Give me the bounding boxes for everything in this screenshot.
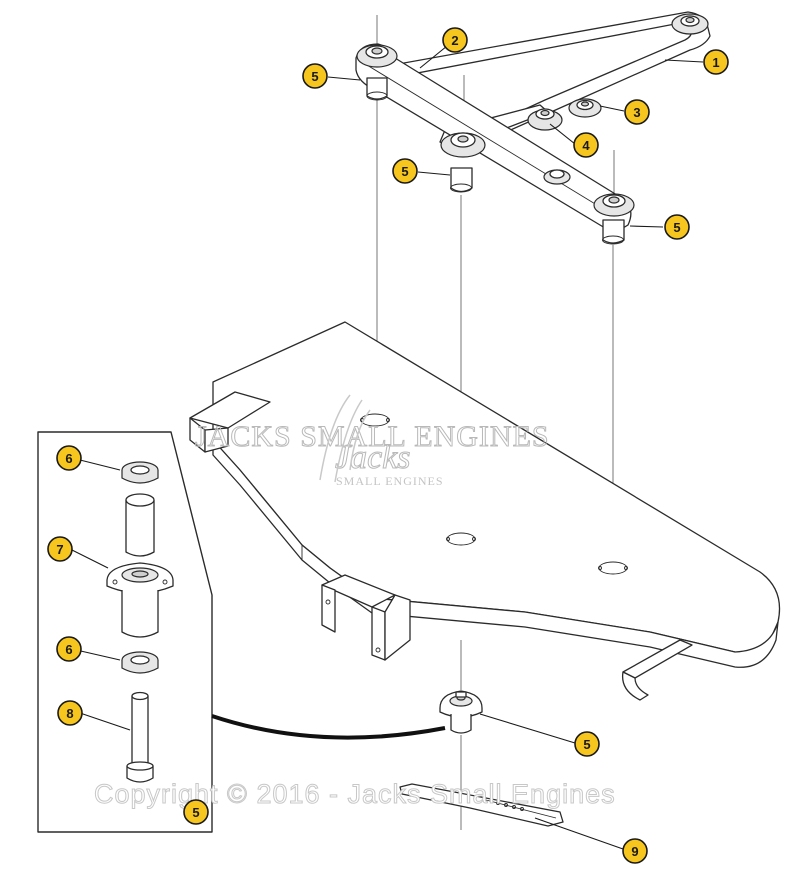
callout-label: 1 — [712, 55, 719, 70]
watermark-brand-line: JACKS SMALL ENGINES — [195, 420, 550, 453]
callout-c7: 7 — [47, 536, 73, 562]
callout-label: 3 — [633, 105, 640, 120]
callout-circle — [56, 636, 82, 662]
callout-circle — [703, 49, 729, 75]
callout-label: 4 — [582, 138, 590, 153]
spindle-housings — [366, 77, 625, 245]
callout-label: 6 — [65, 642, 72, 657]
callout-label: 5 — [673, 220, 680, 235]
callout-label: 2 — [451, 33, 458, 48]
callout-c6b: 6 — [56, 636, 82, 662]
bottom-spindle-assembly — [439, 690, 483, 734]
inset-spindle-housing — [106, 562, 174, 638]
mower-blade — [399, 783, 564, 827]
callout-c1: 1 — [703, 49, 729, 75]
inset-spacer-tube — [125, 493, 155, 557]
watermark-logo-text: Jacks — [335, 439, 411, 476]
callout-c2: 2 — [442, 27, 468, 53]
copyright-notice: Copyright © 2016 - Jacks Small Engines — [94, 779, 616, 809]
callout-circle — [574, 731, 600, 757]
callout-circle — [442, 27, 468, 53]
leader-lines — [71, 45, 704, 850]
callout-circle — [56, 445, 82, 471]
callout-label: 5 — [311, 69, 318, 84]
callout-c5b: 5 — [392, 158, 418, 184]
callout-label: 5 — [192, 805, 199, 820]
callout-c8: 8 — [57, 700, 83, 726]
callout-circle — [302, 63, 328, 89]
watermark: JACKS SMALL ENGINES Jacks SMALL ENGINES … — [94, 394, 616, 810]
callout-circle — [622, 838, 648, 864]
callout-c4: 4 — [573, 132, 599, 158]
callout-circle — [624, 99, 650, 125]
callout-circle — [57, 700, 83, 726]
callout-c5c: 5 — [664, 214, 690, 240]
inset-spindle-shaft — [126, 691, 154, 783]
spindle-inset-frame — [37, 431, 213, 833]
pulley-set — [356, 13, 709, 217]
callout-circle — [183, 799, 209, 825]
inset-link-curve — [211, 714, 446, 740]
callout-label: 8 — [66, 706, 73, 721]
callout-label: 5 — [401, 164, 408, 179]
mower-deck-housing — [189, 321, 781, 701]
callout-c9: 9 — [622, 838, 648, 864]
callout-circle — [664, 214, 690, 240]
callout-circle — [392, 158, 418, 184]
callout-circle — [573, 132, 599, 158]
callout-c6a: 6 — [56, 445, 82, 471]
watermark-sub-text: SMALL ENGINES — [336, 474, 444, 488]
inset-bearing-bottom — [121, 651, 159, 674]
callout-label: 6 — [65, 451, 72, 466]
callout-layer: 1 2 3 4 5 5 5 5 5 6 6 7 8 9 — [47, 27, 729, 864]
callout-label: 7 — [56, 542, 63, 557]
callout-c3: 3 — [624, 99, 650, 125]
callout-c5a: 5 — [302, 63, 328, 89]
callout-circle — [47, 536, 73, 562]
callout-c5e: 5 — [183, 799, 209, 825]
callout-label: 5 — [583, 737, 590, 752]
callout-label: 9 — [631, 844, 638, 859]
inset-bearing-top — [121, 461, 159, 484]
callout-c5d: 5 — [574, 731, 600, 757]
